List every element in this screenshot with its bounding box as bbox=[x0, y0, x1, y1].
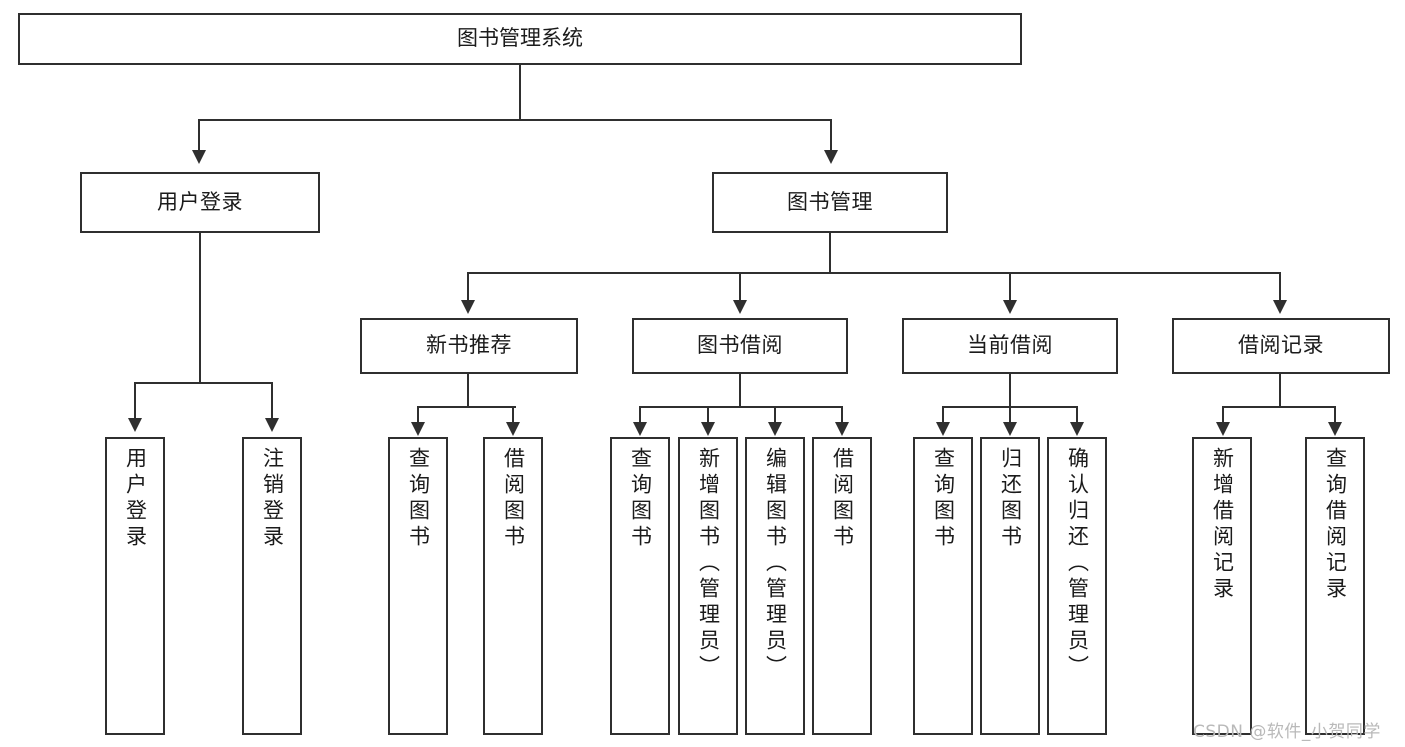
node-book-manage-label: 图书管理 bbox=[787, 189, 873, 214]
leaf-add-book-admin[interactable]: 新增图书（管理员） bbox=[678, 437, 738, 735]
leaf-user-logout-label: 注销登录 bbox=[260, 447, 285, 551]
leaf-borrow-book-1-label: 借阅图书 bbox=[501, 447, 526, 551]
leaf-add-borrow-record[interactable]: 新增借阅记录 bbox=[1192, 437, 1252, 735]
node-root[interactable]: 图书管理系统 bbox=[18, 13, 1022, 65]
leaf-borrow-book-2-label: 借阅图书 bbox=[830, 447, 855, 551]
arrowhead-borrow-record bbox=[1273, 300, 1287, 314]
connector-book-manage-stem bbox=[829, 233, 831, 273]
leaf-confirm-return-admin[interactable]: 确认归还（管理员） bbox=[1047, 437, 1107, 735]
arrowhead-leaf-confirm-return-admin bbox=[1070, 422, 1084, 436]
leaf-add-book-admin-label: 新增图书（管理员） bbox=[696, 447, 721, 681]
arrowhead-leaf-borrow-book-2 bbox=[835, 422, 849, 436]
connector-borrow-bus bbox=[639, 406, 843, 408]
arrowhead-leaf-query-book-1 bbox=[411, 422, 425, 436]
arrowhead-leaf-edit-book-admin bbox=[768, 422, 782, 436]
connector-recommend-to-leaf-1 bbox=[417, 406, 419, 424]
connector-book-manage-bus bbox=[467, 272, 1281, 274]
connector-current-stem bbox=[1009, 374, 1011, 407]
node-root-label: 图书管理系统 bbox=[457, 26, 583, 51]
node-book-borrow[interactable]: 图书借阅 bbox=[632, 318, 848, 374]
connector-current-to-leaf-3 bbox=[1076, 406, 1078, 424]
arrowhead-book-manage bbox=[824, 150, 838, 164]
leaf-edit-book-admin[interactable]: 编辑图书（管理员） bbox=[745, 437, 805, 735]
connector-book-manage-to-borrow bbox=[739, 272, 741, 302]
node-current-borrow-label: 当前借阅 bbox=[967, 333, 1053, 358]
leaf-query-book-3-label: 查询图书 bbox=[931, 447, 956, 551]
leaf-add-borrow-record-label: 新增借阅记录 bbox=[1210, 447, 1235, 603]
connector-current-to-leaf-2 bbox=[1009, 406, 1011, 424]
csdn-watermark-text: CSDN @软件_小贺同学 bbox=[1193, 722, 1381, 742]
connector-book-manage-to-recommend bbox=[467, 272, 469, 302]
connector-record-bus bbox=[1222, 406, 1336, 408]
arrowhead-leaf-add-book-admin bbox=[701, 422, 715, 436]
leaf-query-borrow-record-label: 查询借阅记录 bbox=[1323, 447, 1348, 603]
arrowhead-leaf-user-login bbox=[128, 418, 142, 432]
arrowhead-new-book-recommend bbox=[461, 300, 475, 314]
leaf-query-book-2-label: 查询图书 bbox=[628, 447, 653, 551]
leaf-borrow-book-2[interactable]: 借阅图书 bbox=[812, 437, 872, 735]
node-user-login-label: 用户登录 bbox=[157, 189, 243, 214]
leaf-user-login[interactable]: 用户登录 bbox=[105, 437, 165, 735]
arrowhead-book-borrow bbox=[733, 300, 747, 314]
leaf-user-logout[interactable]: 注销登录 bbox=[242, 437, 302, 735]
leaf-edit-book-admin-label: 编辑图书（管理员） bbox=[763, 447, 788, 681]
connector-user-login-stem bbox=[199, 233, 201, 383]
node-book-manage[interactable]: 图书管理 bbox=[712, 172, 948, 233]
arrowhead-user-login bbox=[192, 150, 206, 164]
connector-borrow-to-leaf-4 bbox=[841, 406, 843, 424]
node-book-borrow-label: 图书借阅 bbox=[697, 333, 783, 358]
arrowhead-leaf-return-book bbox=[1003, 422, 1017, 436]
arrowhead-leaf-query-book-2 bbox=[633, 422, 647, 436]
connector-record-stem bbox=[1279, 374, 1281, 407]
connector-user-login-to-leaf-1 bbox=[134, 382, 136, 420]
connector-current-to-leaf-1 bbox=[942, 406, 944, 424]
leaf-confirm-return-admin-label: 确认归还（管理员） bbox=[1065, 447, 1090, 681]
connector-borrow-to-leaf-3 bbox=[774, 406, 776, 424]
connector-root-to-user-login bbox=[198, 119, 200, 152]
node-current-borrow[interactable]: 当前借阅 bbox=[902, 318, 1118, 374]
leaf-return-book-label: 归还图书 bbox=[998, 447, 1023, 551]
leaf-return-book[interactable]: 归还图书 bbox=[980, 437, 1040, 735]
connector-root-bus bbox=[198, 119, 832, 121]
connector-user-login-to-leaf-2 bbox=[271, 382, 273, 420]
arrowhead-leaf-borrow-book-1 bbox=[506, 422, 520, 436]
leaf-borrow-book-1[interactable]: 借阅图书 bbox=[483, 437, 543, 735]
leaf-query-borrow-record[interactable]: 查询借阅记录 bbox=[1305, 437, 1365, 735]
arrowhead-leaf-query-borrow-record bbox=[1328, 422, 1342, 436]
leaf-query-book-1[interactable]: 查询图书 bbox=[388, 437, 448, 735]
leaf-user-login-label: 用户登录 bbox=[123, 447, 148, 551]
arrowhead-leaf-query-book-3 bbox=[936, 422, 950, 436]
arrowhead-current-borrow bbox=[1003, 300, 1017, 314]
connector-user-login-bus bbox=[134, 382, 272, 384]
connector-borrow-stem bbox=[739, 374, 741, 407]
connector-record-to-leaf-1 bbox=[1222, 406, 1224, 424]
connector-recommend-to-leaf-2 bbox=[512, 406, 514, 424]
connector-book-manage-to-record bbox=[1279, 272, 1281, 302]
connector-borrow-to-leaf-2 bbox=[707, 406, 709, 424]
connector-borrow-to-leaf-1 bbox=[639, 406, 641, 424]
node-new-book-recommend-label: 新书推荐 bbox=[426, 333, 512, 358]
leaf-query-book-2[interactable]: 查询图书 bbox=[610, 437, 670, 735]
connector-root-stem bbox=[519, 65, 521, 120]
leaf-query-book-1-label: 查询图书 bbox=[406, 447, 431, 551]
arrowhead-leaf-add-borrow-record bbox=[1216, 422, 1230, 436]
connector-root-to-book-manage bbox=[830, 119, 832, 152]
connector-recommend-bus bbox=[417, 406, 516, 408]
connector-record-to-leaf-2 bbox=[1334, 406, 1336, 424]
arrowhead-leaf-user-logout bbox=[265, 418, 279, 432]
leaf-query-book-3[interactable]: 查询图书 bbox=[913, 437, 973, 735]
node-borrow-record[interactable]: 借阅记录 bbox=[1172, 318, 1390, 374]
connector-recommend-stem bbox=[467, 374, 469, 407]
csdn-watermark: CSDN @软件_小贺同学 bbox=[1193, 717, 1381, 742]
node-new-book-recommend[interactable]: 新书推荐 bbox=[360, 318, 578, 374]
node-borrow-record-label: 借阅记录 bbox=[1238, 333, 1324, 358]
node-user-login[interactable]: 用户登录 bbox=[80, 172, 320, 233]
connector-book-manage-to-current bbox=[1009, 272, 1011, 302]
